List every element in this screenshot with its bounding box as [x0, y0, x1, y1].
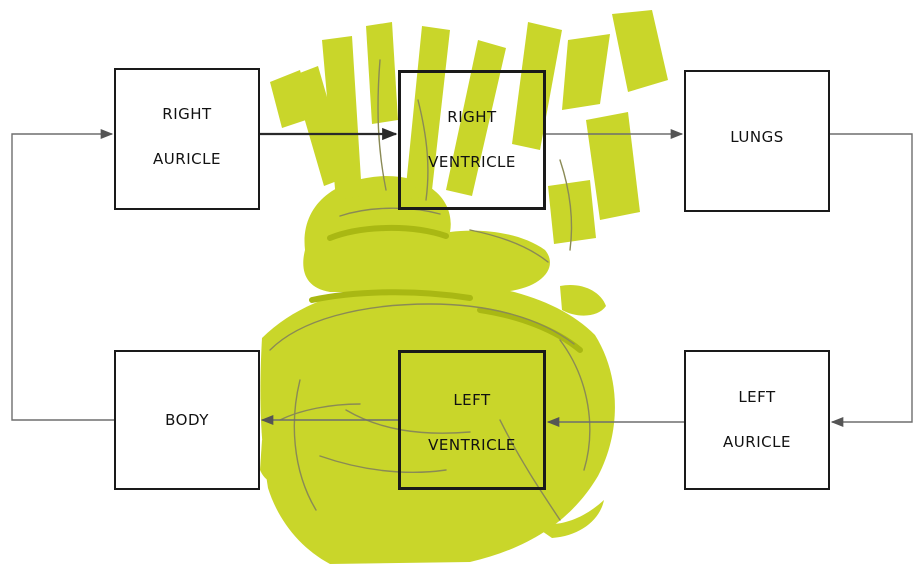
- heart-shade-1: [327, 224, 449, 241]
- heart-vessel-6: [512, 22, 562, 150]
- heart-outline-12: [279, 403, 361, 421]
- node-lungs-label: LUNGS: [730, 127, 784, 146]
- heart-vessel-8: [612, 10, 668, 92]
- heart-outline-2: [293, 379, 317, 511]
- node-right-ventricle-line1: RIGHT: [447, 108, 497, 126]
- heart-right-branch: [560, 284, 606, 316]
- node-left-auricle: LEFT AURICLE: [684, 350, 830, 490]
- heart-outline-5: [499, 419, 561, 521]
- node-right-auricle-line1: RIGHT: [162, 105, 212, 123]
- heart-vessel-1: [322, 36, 362, 200]
- node-right-auricle: RIGHT AURICLE: [114, 68, 260, 210]
- heart-left-bulge: [260, 440, 290, 485]
- heart-vessel-11: [270, 70, 312, 128]
- heart-vessel-5: [446, 40, 506, 196]
- heart-outline-9: [417, 99, 429, 201]
- heart-outline-8: [469, 229, 549, 263]
- heart-vessel-12: [400, 196, 436, 284]
- heart-outline-6: [319, 455, 447, 474]
- heart-outline-7: [339, 207, 441, 217]
- heart-outline-1: [269, 303, 575, 351]
- heart-outline-3: [559, 339, 591, 471]
- heart-vessel-9: [586, 112, 640, 220]
- arrow-body-to-right-auricle: [11, 128, 114, 421]
- heart-lower-edge: [526, 500, 604, 538]
- heart-vessel-10: [548, 180, 596, 244]
- node-body: BODY: [114, 350, 260, 490]
- node-right-ventricle: RIGHT VENTRICLE: [398, 70, 546, 210]
- node-left-auricle-line2: AURICLE: [723, 433, 791, 451]
- node-right-ventricle-line2: VENTRICLE: [428, 153, 516, 171]
- heart-shade-2: [309, 289, 473, 303]
- heart-vessel-7: [562, 34, 610, 110]
- node-left-ventricle-line2: VENTRICLE: [428, 436, 516, 454]
- heart-outline-11: [559, 159, 573, 251]
- node-body-label: BODY: [165, 410, 209, 429]
- heart-vessel-2: [366, 22, 398, 124]
- heart-outline-4: [345, 409, 471, 434]
- heart-vessel-4: [406, 26, 450, 190]
- node-lungs: LUNGS: [684, 70, 830, 212]
- heart-shade-3: [477, 307, 583, 353]
- arrow-lungs-to-left-auricle: [830, 133, 913, 428]
- node-left-ventricle-line1: LEFT: [453, 391, 491, 409]
- node-left-ventricle: LEFT VENTRICLE: [398, 350, 546, 490]
- node-right-auricle-line2: AURICLE: [153, 150, 221, 168]
- node-left-auricle-line1: LEFT: [738, 388, 776, 406]
- heart-outline-10: [377, 59, 387, 191]
